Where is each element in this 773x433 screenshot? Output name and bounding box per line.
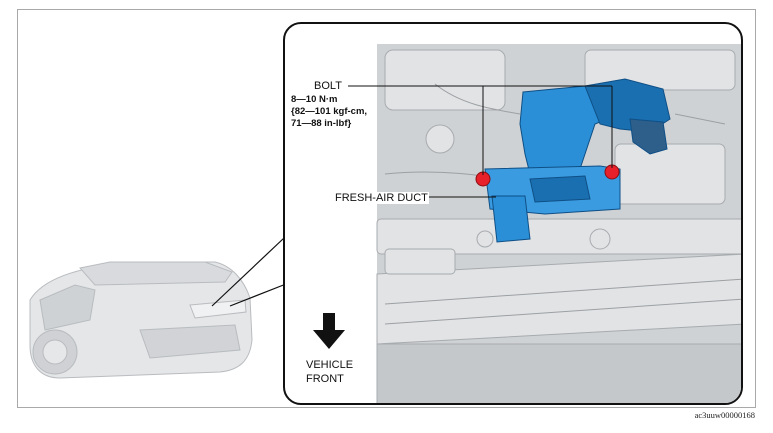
vehicle-front-label-line2: FRONT bbox=[306, 373, 344, 385]
fresh-air-duct-shape bbox=[484, 78, 671, 243]
torque-spec-line2: {82—101 kgf-cm, bbox=[290, 106, 369, 117]
down-arrow-icon bbox=[313, 313, 345, 349]
fresh-air-duct-label: FRESH-AIR DUCT bbox=[334, 192, 429, 204]
bolt-label: BOLT bbox=[313, 80, 343, 92]
figure-code: ac3uuw00000168 bbox=[694, 410, 755, 420]
engine-bay-illustration bbox=[376, 44, 741, 403]
vehicle-front-label-line1: VEHICLE bbox=[306, 359, 354, 371]
torque-spec-line1: 8—10 N·m bbox=[290, 94, 339, 105]
torque-spec-line3: 71—88 in-lbf} bbox=[290, 118, 353, 129]
